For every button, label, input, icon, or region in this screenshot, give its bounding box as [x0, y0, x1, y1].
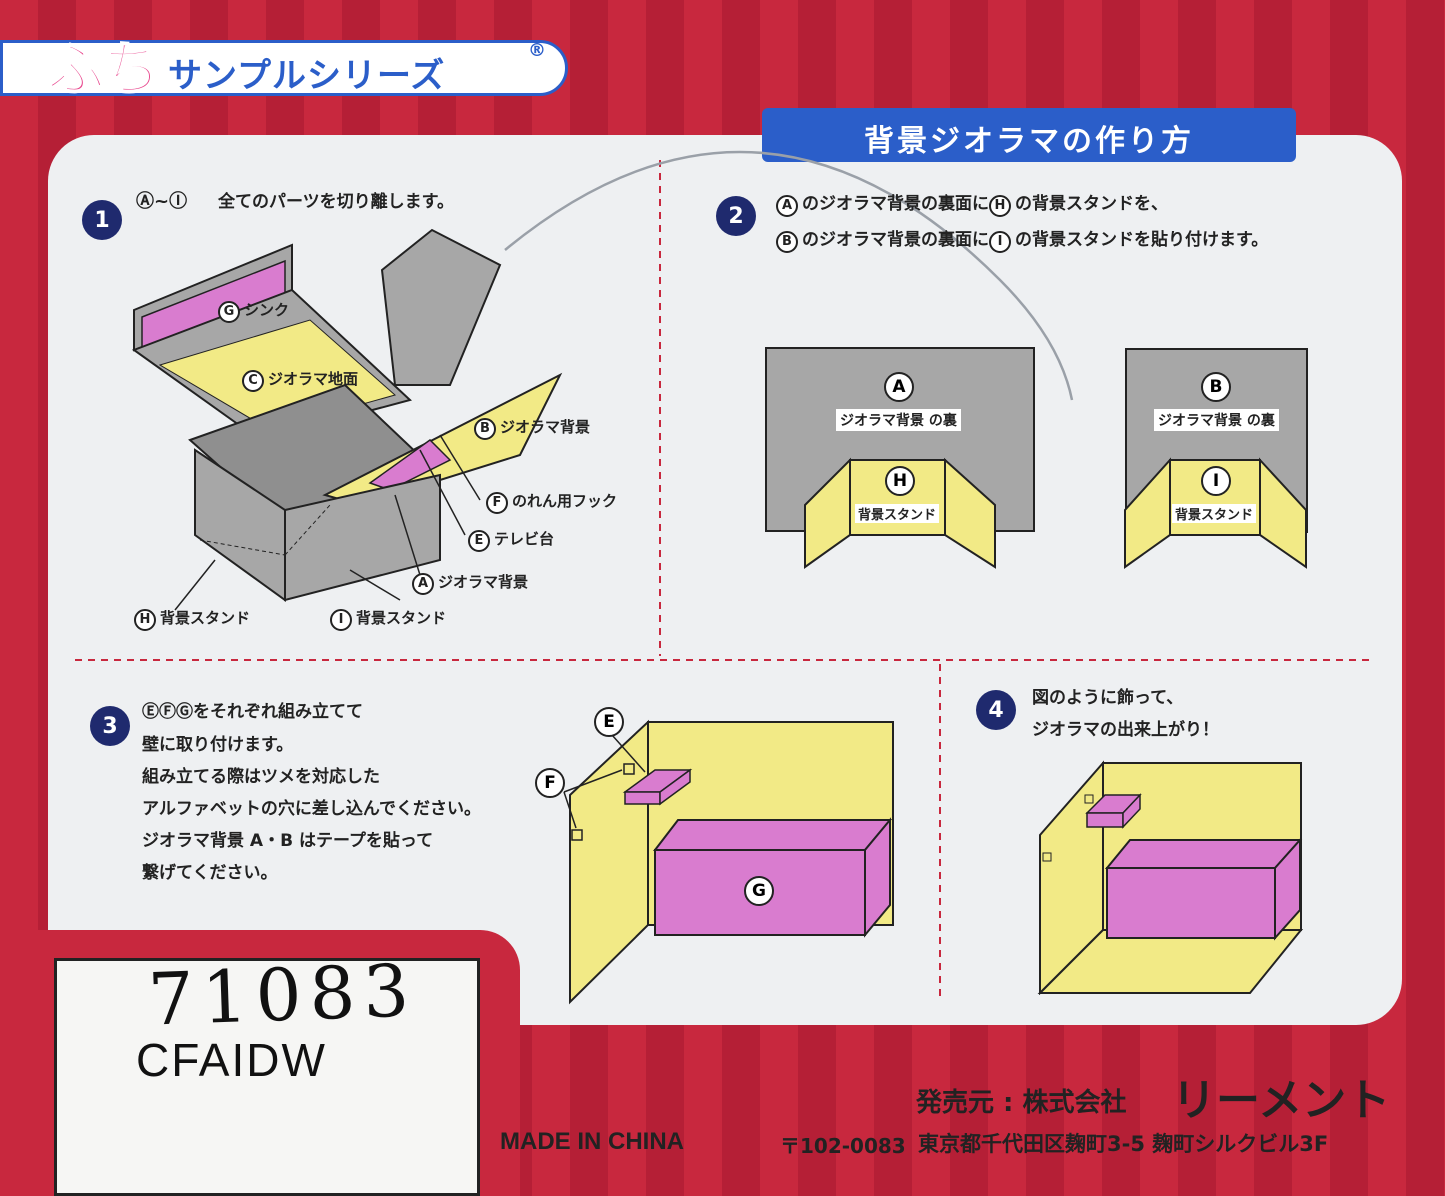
step-4-line-2: ジオラマの出来上がり！ [1032, 720, 1219, 740]
brand-logo-puchi: ぷち [47, 34, 162, 104]
step-3-diagram [563, 719, 894, 1005]
step-3-number: 3 [90, 706, 130, 746]
step-3-line-4: アルファベットの穴に差し込んでください。 [142, 799, 481, 819]
postal-code: 〒102-0083 [780, 1134, 906, 1158]
stand-I-letter: I [1201, 466, 1231, 496]
brand-series-name: サンプルシリーズ [168, 56, 446, 96]
step-3-line-6: 繋げてください。 [142, 863, 278, 883]
code-label-box [54, 958, 480, 1196]
step-4-number: 4 [976, 690, 1016, 730]
step-3-line-1: ⒺⒻⒼをそれぞれ組み立てて [142, 702, 363, 722]
step-4-diagram [1037, 760, 1304, 995]
brand-banner [0, 40, 568, 96]
step-1-circle-range: Ⓐ~Ⓘ [136, 191, 188, 212]
panel-A-letter: A [884, 372, 914, 402]
stand-I-label: 背景スタンド [1172, 504, 1257, 523]
handwritten-number: 71083 [146, 948, 419, 1042]
panel-A-back-label: ジオラマ背景 の裏 [836, 409, 961, 431]
step-1-number: 1 [82, 200, 122, 240]
stand-H-letter: H [885, 466, 915, 496]
curved-crease [504, 150, 1074, 401]
registered-mark: ® [528, 40, 546, 61]
step-3-line-5: ジオラマ背景 A・B はテープを貼って [142, 831, 434, 851]
step-3-line-3: 組み立てる際はツメを対応した [142, 767, 380, 787]
step-3-circles: ⒺⒻⒼ [142, 702, 193, 722]
step-1-text: 全てのパーツを切り離します。 [218, 192, 454, 212]
step-3-label-F: F [535, 768, 565, 798]
stand-H-label: 背景スタンド [855, 504, 940, 523]
seller-label: 発売元 : 株式会社 [916, 1088, 1127, 1118]
step-3-line-2: 壁に取り付けます。 [142, 735, 294, 755]
step-3-label-E: E [594, 707, 624, 737]
made-in-china: MADE IN CHINA [500, 1128, 684, 1155]
product-code: CFAIDW [136, 1034, 327, 1086]
header-title: 背景ジオラマの作り方 [864, 124, 1194, 159]
step-2-number: 2 [716, 196, 756, 236]
step-4-line-1: 図のように飾って、 [1032, 688, 1184, 708]
company-name: リーメント [1172, 1075, 1391, 1126]
company-address: 東京都千代田区麹町3-5 麹町シルクビル3F [918, 1132, 1329, 1156]
panel-B-letter: B [1201, 372, 1231, 402]
panel-B-back-label: ジオラマ背景 の裏 [1154, 409, 1279, 431]
step-3-label-G: G [744, 876, 774, 906]
step-1-parts-diagram [131, 228, 563, 611]
header-title-bar [762, 108, 1296, 162]
